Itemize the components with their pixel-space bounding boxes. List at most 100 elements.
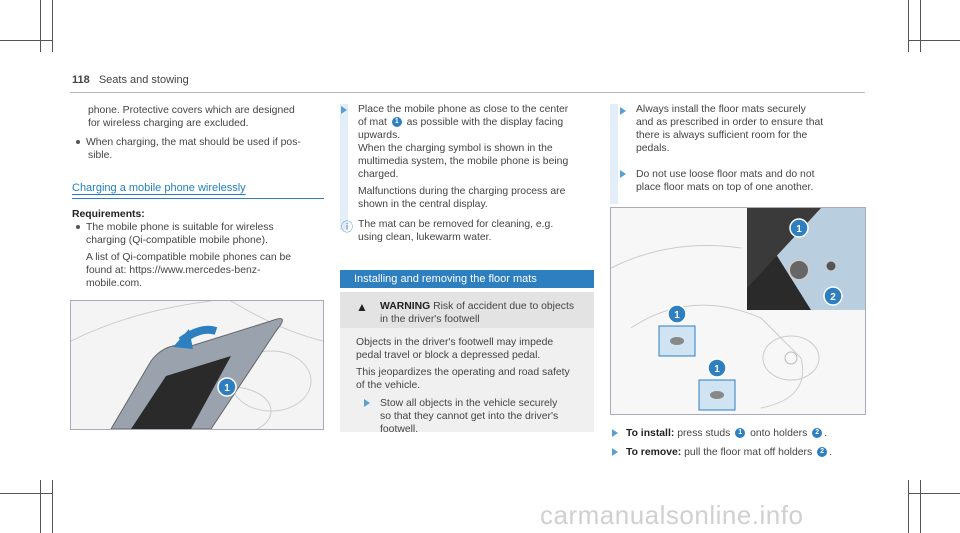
floor-mat-illustration: 1 2 1 1 (610, 207, 866, 415)
text-line: there is always sufficient room for the (636, 130, 808, 141)
charging-mat-illustration: 1 (70, 300, 324, 430)
text-line: and as prescribed in order to ensure tha… (636, 117, 824, 128)
warning-icon: ▲ (356, 300, 368, 314)
text-fragment: Risk of accident due to objects (433, 301, 575, 312)
remove-label: To remove: (626, 447, 682, 458)
callout-1: 1 (224, 383, 230, 394)
console-drawing: 1 (71, 301, 323, 429)
bullet-dot (76, 140, 80, 145)
section-heading: Charging a mobile phone wirelessly (72, 182, 246, 194)
step-install: To install: press studs 1 onto holders 2… (626, 428, 828, 439)
text-line: mobile.com. (86, 278, 143, 289)
text-line: The mat can be removed for cleaning, e.g… (358, 219, 554, 230)
step-arrow-icon (620, 170, 626, 178)
section-band: Installing and removing the floor mats (340, 270, 594, 288)
crop-mark (0, 493, 52, 494)
note-bar (340, 104, 348, 230)
warning-body: Objects in the driver's footwell may imp… (356, 336, 592, 392)
text-line: pedal travel or block a depressed pedal. (356, 350, 541, 361)
text-fragment: pull the floor mat off holders (684, 447, 813, 458)
text-line: phone. Protective covers which are desig… (88, 105, 295, 116)
callout-1b: 1 (674, 310, 680, 321)
text-line: Do not use loose floor mats and do not (636, 169, 815, 180)
crop-mark (908, 480, 909, 533)
crop-mark (40, 0, 41, 52)
heading-rule (72, 198, 324, 199)
requirements-block: Requirements: The mobile phone is suitab… (72, 208, 328, 290)
step-arrow-icon (612, 429, 618, 437)
text-line: Objects in the driver's footwell may imp… (356, 337, 554, 348)
section-title: Seats and stowing (98, 74, 189, 86)
text-line: in the driver's footwell (380, 314, 480, 325)
text-line: multimedia system, the mobile phone is b… (358, 156, 569, 167)
intro-paragraph: phone. Protective covers which are desig… (88, 104, 328, 130)
step-arrow-icon (612, 448, 618, 456)
text-line: pedals. (636, 143, 670, 154)
install-label: To install: (626, 428, 675, 439)
text-line: Always install the floor mats securely (636, 104, 806, 115)
step-remove: To remove: pull the floor mat off holder… (626, 447, 832, 458)
info-note: The mat can be removed for cleaning, e.g… (358, 218, 598, 244)
text-fragment: press studs (677, 428, 731, 439)
text-line: charging (Qi-compatible mobile phone). (86, 235, 268, 246)
text-line: This jeopardizes the operating and road … (356, 367, 570, 378)
watermark: carmanualsonline.info (540, 500, 804, 530)
text-line: Stow all objects in the vehicle securely (380, 398, 558, 409)
text-line: When charging, the mat should be used if… (86, 137, 301, 148)
text-line: shown in the central display. (358, 199, 488, 210)
crop-mark (908, 493, 960, 494)
warning-title: WARNING Risk of accident due to objects … (380, 300, 590, 326)
note-bar (610, 104, 618, 204)
crop-mark (908, 0, 909, 52)
callout-number: 1 (735, 428, 746, 439)
crop-mark (52, 480, 53, 533)
callout-number: 2 (812, 428, 823, 439)
page-header: 118 Seats and stowing (72, 74, 189, 86)
info-icon: ⓘ (341, 220, 354, 234)
crop-mark (0, 40, 52, 41)
callout-1c: 1 (714, 364, 720, 375)
note-install-securely: Always install the floor mats securely a… (636, 103, 866, 155)
text-line: place floor mats on top of one another. (636, 182, 814, 193)
header-rule (70, 92, 865, 93)
warning-header (340, 292, 594, 328)
bullet-dot (76, 225, 80, 230)
text-line: so that they cannot get into the driver'… (380, 411, 559, 422)
step-place-phone: Place the mobile phone as close to the c… (358, 103, 598, 211)
crop-mark (920, 480, 921, 533)
callout-number: 2 (817, 447, 828, 458)
callout-number: 1 (391, 117, 402, 128)
warning-label: WARNING (380, 301, 431, 312)
step-arrow-icon (341, 106, 347, 114)
text-line: charged. (358, 169, 399, 180)
step-arrow-icon (364, 399, 370, 407)
text-line: of the vehicle. (356, 380, 421, 391)
text-line: footwell. (380, 424, 419, 435)
text-line: Malfunctions during the charging process… (358, 186, 566, 197)
text-line: A list of Qi-compatible mobile phones ca… (86, 252, 292, 263)
text-line: When the charging symbol is shown in the (358, 143, 553, 154)
step-arrow-icon (620, 107, 626, 115)
crop-mark (920, 0, 921, 52)
crop-mark (40, 480, 41, 533)
callout-1a: 1 (796, 224, 802, 235)
bullet-charging: When charging, the mat should be used if… (76, 136, 326, 162)
text-fragment: as possible with the display facing (406, 117, 564, 128)
page-number: 118 (72, 74, 90, 86)
text-line: found at: https://www.mercedes-benz- (86, 265, 261, 276)
text-line: The mobile phone is suitable for wireles… (86, 222, 274, 233)
crop-mark (908, 40, 960, 41)
text-fragment: of mat (358, 117, 387, 128)
text-fragment: onto holders (750, 428, 808, 439)
footwell-drawing: 1 2 1 1 (611, 208, 865, 411)
text-line: using clean, lukewarm water. (358, 232, 492, 243)
text-line: Place the mobile phone as close to the c… (358, 104, 569, 115)
note-loose-mats: Do not use loose floor mats and do not p… (636, 168, 866, 194)
text-line: sible. (88, 150, 113, 161)
crop-mark (52, 0, 53, 52)
requirements-title: Requirements: (72, 209, 145, 220)
text-line: for wireless charging are excluded. (88, 118, 249, 129)
warning-step: Stow all objects in the vehicle securely… (380, 397, 592, 436)
text-line: upwards. (358, 130, 401, 141)
callout-2: 2 (830, 292, 836, 303)
